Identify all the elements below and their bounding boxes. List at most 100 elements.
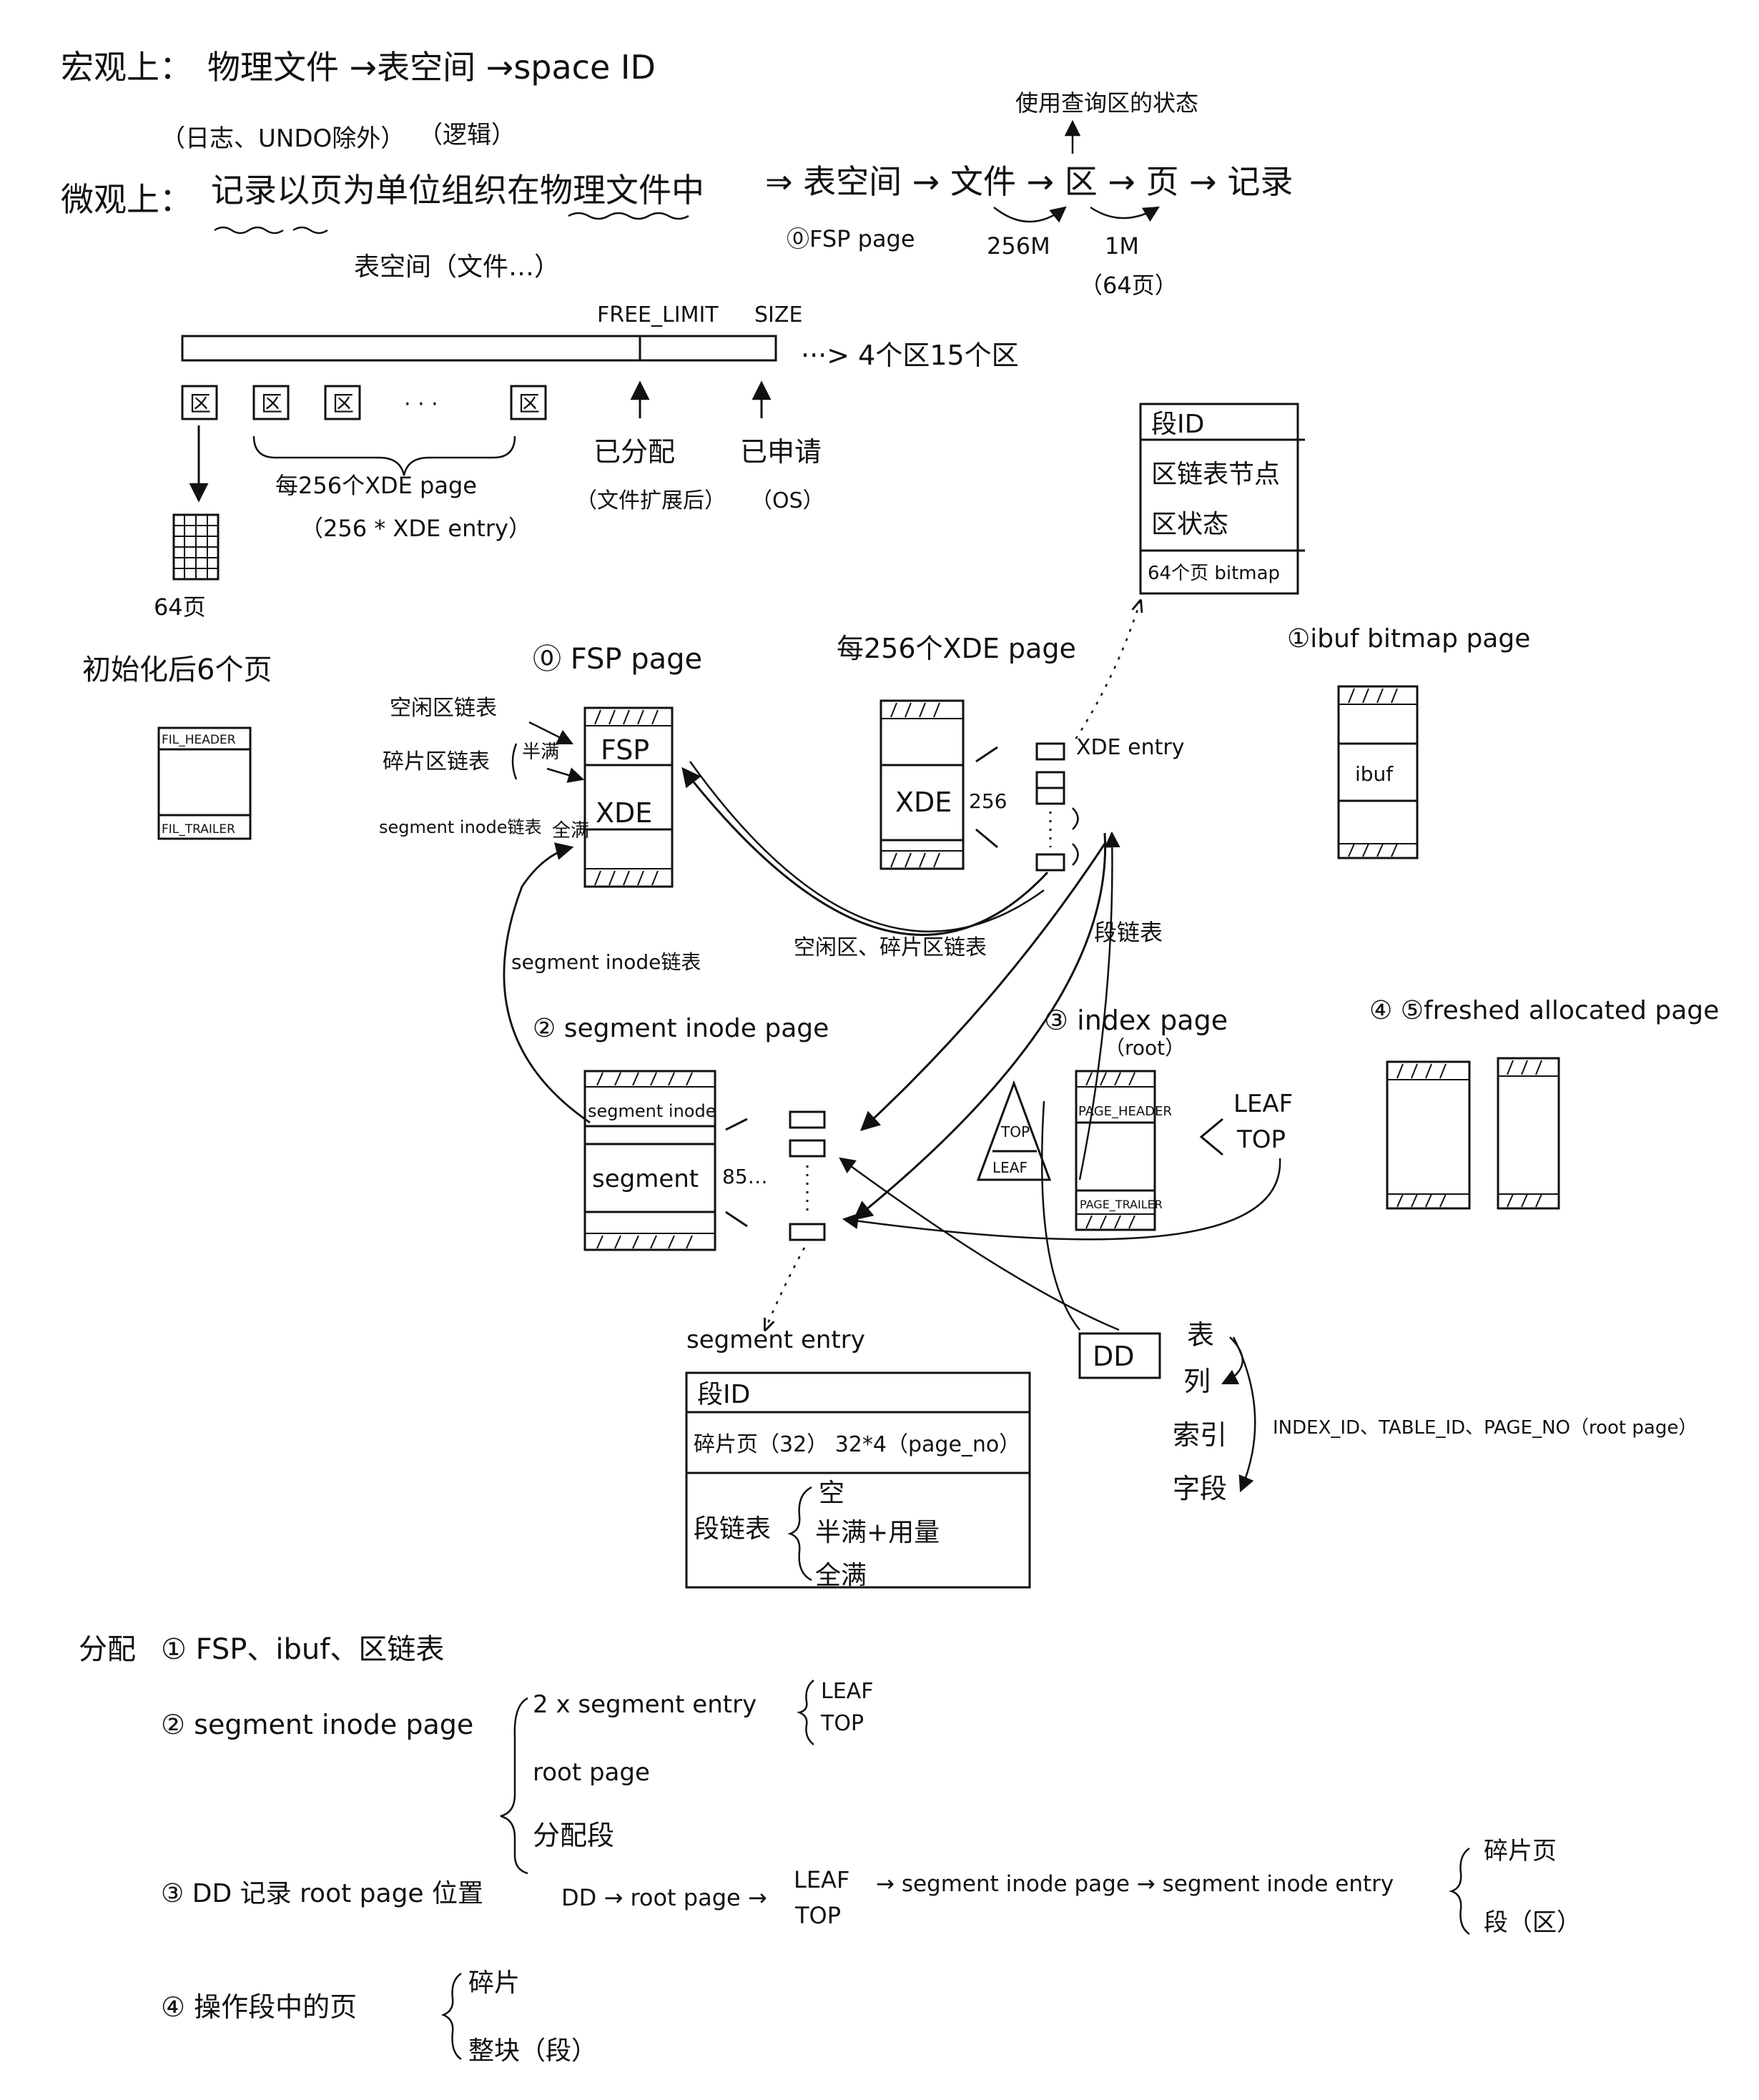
- space-tail-note: ···> 4个区15个区: [801, 340, 1019, 371]
- xde-entry-slot: [1037, 854, 1064, 870]
- fsp-to-xde-entry-arrow: [529, 722, 572, 744]
- micro-chain: 记录以页为单位组织在物理文件中: [211, 171, 704, 209]
- seg-entry-slot: [790, 1224, 824, 1240]
- fresh-page-box-1: [1387, 1062, 1469, 1208]
- fsp-page-hatch-bottom: [585, 869, 672, 885]
- xde-entry-dotted-link: [1073, 601, 1140, 744]
- summary-item-3-brace: [1452, 1848, 1469, 1934]
- ibuf-page-title: ①ibuf bitmap page: [1287, 624, 1530, 654]
- fsp-full: 全满: [552, 820, 589, 842]
- seg-entry-slot: [790, 1112, 824, 1128]
- segment-entry-title: segment entry: [686, 1326, 865, 1354]
- fsp-frag-list: 碎片区链表: [383, 749, 490, 774]
- segment-entry-brace: [790, 1487, 812, 1580]
- xde-page-box: XDE: [881, 701, 963, 869]
- index-page-hatch-bottom: [1076, 1214, 1155, 1228]
- fsp-page-hatch-top: [585, 710, 672, 726]
- xde-page-title: 每256个XDE page: [837, 633, 1076, 664]
- xde-entry-slot: [1037, 788, 1064, 804]
- seg-inode-page-hatch-bottom: [585, 1233, 715, 1248]
- ibuf-page-box: ibuf: [1339, 686, 1417, 858]
- summary-item-4-frag: 碎片: [468, 1968, 520, 1998]
- fsp-seg-inode-list: segment inode链表: [379, 817, 541, 837]
- init-pages-label: 初始化后6个页: [82, 654, 272, 686]
- xde-entry-label: XDE entry: [1076, 735, 1184, 760]
- free-limit-label: FREE_LIMIT: [597, 302, 719, 327]
- allocated-label: 已分配: [593, 436, 675, 468]
- index-page-title: ③ index page: [1044, 1005, 1228, 1036]
- seg-inode-page-outline: [585, 1071, 715, 1250]
- fil-trailer-text: FIL_TRAILER: [162, 822, 235, 837]
- extent-glyph-3: 区: [332, 392, 354, 417]
- seg-entry-slot: [790, 1140, 824, 1156]
- dd-note: INDEX_ID、TABLE_ID、PAGE_NO（root page）: [1273, 1417, 1697, 1439]
- xde-entry-row-1: 区链表节点: [1151, 460, 1280, 489]
- fsp-page-box: FSP XDE: [585, 708, 672, 887]
- summary-item-3-chain-2: → segment inode page → segment inode ent…: [876, 1871, 1394, 1897]
- fresh-page-hatch-bottom: [1498, 1194, 1559, 1207]
- ibuf-page-hatch-bottom: [1339, 844, 1417, 857]
- seg-list-label: 段链表: [1094, 919, 1163, 946]
- btree-top-label: TOP: [1000, 1123, 1030, 1140]
- xde-entry-bracket: [1073, 808, 1078, 865]
- summary-item-2-a-brace: [799, 1680, 814, 1745]
- dd-item-table: 表: [1187, 1319, 1214, 1351]
- summary-item-2: ② segment inode page: [161, 1709, 473, 1740]
- summary-item-4-brace: [443, 1973, 461, 2059]
- dd-label: DD: [1093, 1341, 1135, 1372]
- btree-leaf-label: LEAF: [992, 1159, 1028, 1176]
- dd-table-column-arc: [1223, 1337, 1243, 1384]
- dd-item-column: 列: [1183, 1366, 1211, 1397]
- seg-inode-tick-lower: [726, 1212, 747, 1226]
- segment-entry-row-frag: 碎片页（32） 32*4（page_no）: [694, 1432, 1020, 1457]
- dd-index-field-arc: [1233, 1337, 1255, 1491]
- xde-count-256: 256: [969, 789, 1007, 813]
- pages-64-note: （64页）: [1080, 272, 1178, 299]
- space-bar: [182, 336, 776, 360]
- summary-item-2-b: root page: [533, 1758, 650, 1787]
- macro-label: 宏观上：: [61, 48, 192, 87]
- seg-inode-page-hatch-top: [585, 1073, 715, 1087]
- index-leaf-label: LEAF: [1233, 1090, 1293, 1118]
- dd-box: DD: [1080, 1334, 1160, 1378]
- xde-entry-row-3: 64个页 bitmap: [1148, 563, 1280, 584]
- extent-glyph-2: 区: [261, 392, 282, 417]
- summary-item-4: ④ 操作段中的页: [161, 1991, 357, 2023]
- macro-note-logic: （逻辑）: [418, 121, 516, 149]
- curve-file-extent: [994, 207, 1065, 222]
- macro-note: （日志、UNDO除外）: [161, 124, 405, 153]
- summary-item-2-a-leaf: LEAF: [821, 1679, 873, 1704]
- leaf-top-to-seg-arc: [844, 1158, 1280, 1239]
- seg-inode-page-title: ② segment inode page: [533, 1014, 829, 1043]
- summary-item-2-c: 分配段: [533, 1820, 614, 1851]
- xde-page-hatch-bottom: [881, 851, 963, 867]
- page-grid-64: [174, 515, 218, 579]
- index-page-header: PAGE_HEADER: [1078, 1104, 1172, 1119]
- summary-item-3: ③ DD 记录 root page 位置: [161, 1879, 483, 1908]
- xde-page-tick-lower: [976, 829, 997, 847]
- summary-item-3-chain: DD → root page →: [561, 1884, 767, 1911]
- index-page-hatch-top: [1076, 1073, 1155, 1087]
- ibuf-page-text: ibuf: [1355, 762, 1394, 786]
- micro-subtitle: 表空间（文件…）: [354, 252, 560, 282]
- segment-entry-row-list: 段链表: [694, 1514, 771, 1544]
- fsp-page-title: ⓪ FSP page: [533, 643, 702, 676]
- xde-entry-row-2: 区状态: [1151, 510, 1228, 539]
- xde-entry-box: 段ID 区链表节点 区状态 64个页 bitmap: [1140, 404, 1305, 593]
- micro-underline-wave: [215, 213, 689, 233]
- xde-page-text: XDE: [895, 787, 952, 818]
- fil-header-text: FIL_HEADER: [162, 733, 236, 747]
- segment-entry-half: 半满+用量: [815, 1518, 940, 1547]
- summary-item-2-brace: [501, 1698, 528, 1873]
- xde-entry-row-0: 段ID: [1151, 410, 1204, 439]
- seg-inode-page-segment-text: segment: [592, 1165, 699, 1193]
- summary-item-2-a-top: TOP: [820, 1711, 864, 1736]
- xde-page-hatch-top: [881, 703, 963, 719]
- requested-note: （OS）: [751, 488, 824, 513]
- micro-chain-2: ⇒ 表空间 → 文件 → 区 → 页 → 记录: [765, 162, 1293, 201]
- xde-entry-slot: [1037, 772, 1064, 788]
- extent-glyph-n: 区: [518, 392, 540, 417]
- xde-entry-stack: [1037, 744, 1064, 870]
- seg-inode-list-label: segment inode链表: [511, 950, 701, 974]
